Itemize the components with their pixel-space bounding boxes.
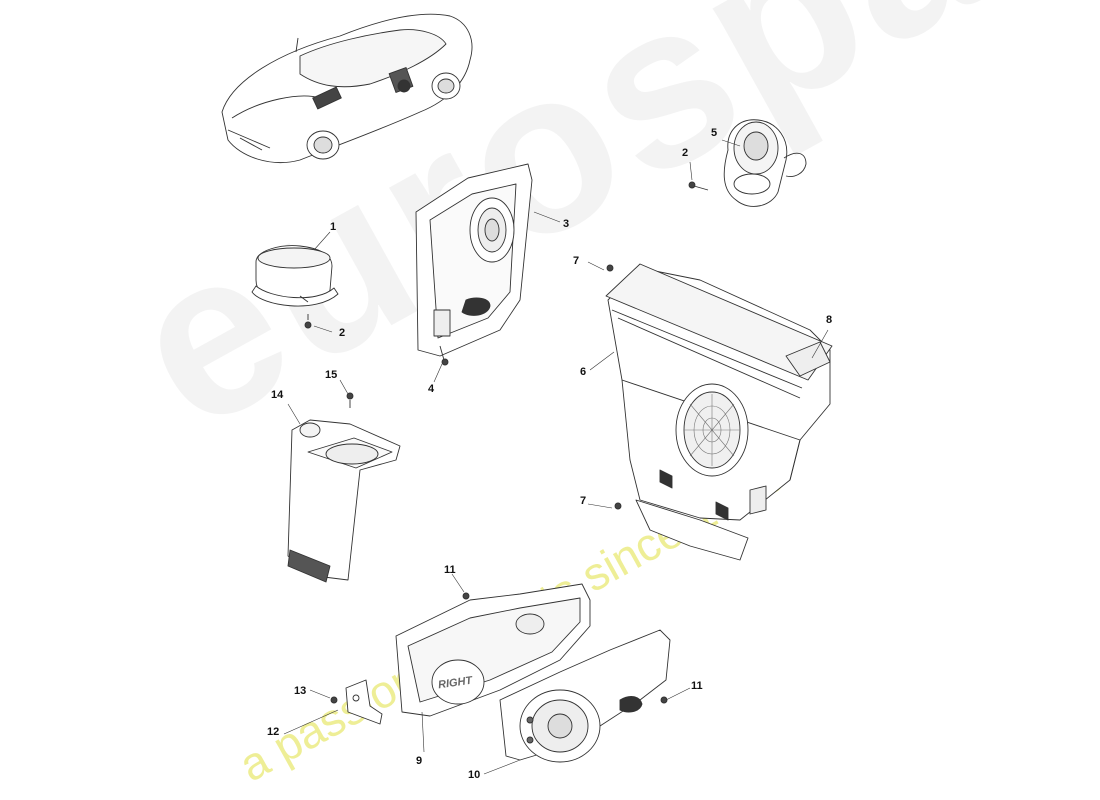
callout-1: 1 [330,221,337,233]
part-bracket-12 [330,679,383,725]
callout-2: 2 [682,147,689,159]
callout-4: 4 [428,383,435,395]
callout-12: 12 [267,726,280,738]
leader-lines [283,139,829,775]
callout-9: 9 [416,755,423,767]
callout-2: 2 [339,327,346,339]
callout-14: 14 [271,389,284,401]
callout-3: 3 [563,218,570,230]
part-enclosure-9 [395,583,591,717]
car-overview-drawing [221,13,473,163]
callout-15: 15 [325,369,338,381]
callout-13: 13 [294,685,307,697]
callout-10: 10 [468,769,481,781]
callout-5: 5 [711,127,718,139]
part-enclosure-10 [499,629,671,763]
part-subwoofer-enclosure-6 [605,263,833,561]
part-woofer-1 [251,245,339,329]
part-tweeter-5 [688,119,807,207]
callout-8: 8 [826,314,833,326]
callout-11: 11 [444,564,456,576]
callout-7: 7 [573,255,580,267]
callout-11: 11 [691,680,703,692]
callout-7: 7 [580,495,587,507]
callout-6: 6 [580,366,587,378]
part-duct-14 [287,392,401,583]
part-door-enclosure-3 [415,163,533,366]
